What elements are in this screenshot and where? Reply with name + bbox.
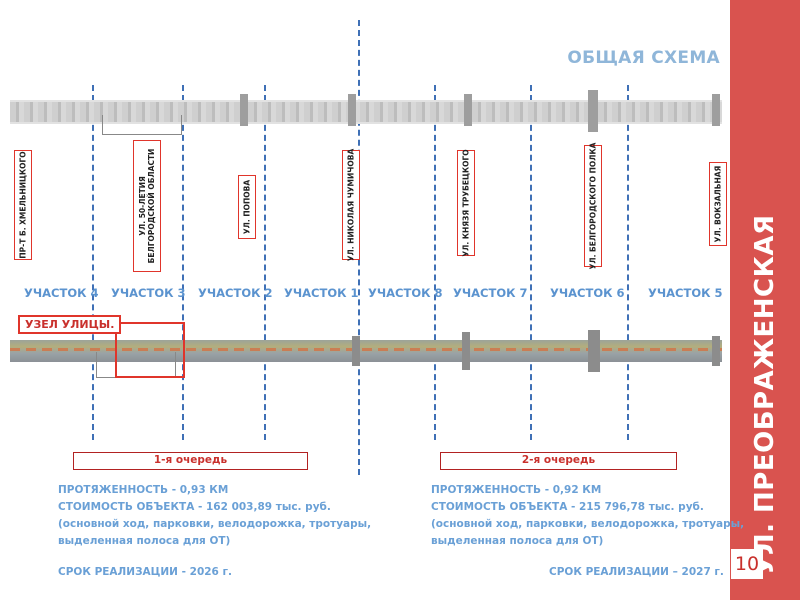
cross-street bbox=[588, 90, 598, 132]
section-divider bbox=[182, 85, 184, 440]
section-label: УЧАСТОК 5 bbox=[648, 286, 723, 300]
street-label-text: УЛ. КНЯЗЯ ТРУБЕЦКОГО bbox=[461, 149, 471, 257]
street-label: УЛ. ПОПОВА bbox=[238, 175, 256, 239]
cross-street bbox=[348, 94, 356, 126]
road-scheme-bottom bbox=[10, 340, 722, 362]
street-label-text: УЛ. ВОКЗАЛЬНАЯ bbox=[713, 165, 723, 243]
street-label: УЛ. БЕЛГОРОДСКОГО ПОЛКА bbox=[584, 142, 602, 270]
street-label: УЛ. НИКОЛАЯ ЧУМИЧОВА bbox=[342, 148, 360, 262]
phase-1-scope-line1: (основной ход, парковки, велодорожка, тр… bbox=[58, 518, 372, 530]
street-label: УЛ. ВОКЗАЛЬНАЯ bbox=[709, 162, 727, 246]
street-label-text: УЛ. БЕЛГОРОДСКОГО ПОЛКА bbox=[588, 142, 598, 270]
section-label: УЧАСТОК 7 bbox=[453, 286, 528, 300]
street-label-text: УЛ. 50-ЛЕТИЯ БЕЛГОРОДСКОЙ ОБЛАСТИ bbox=[138, 148, 156, 264]
cross-street bbox=[352, 336, 360, 366]
section-divider bbox=[264, 85, 266, 440]
road-scheme-top bbox=[10, 100, 722, 124]
node-outline-top bbox=[102, 115, 182, 135]
phase-2-scope-line1: (основной ход, парковки, велодорожка, тр… bbox=[431, 518, 745, 530]
street-label: УЛ. 50-ЛЕТИЯ БЕЛГОРОДСКОЙ ОБЛАСТИ bbox=[133, 140, 161, 272]
page-number: 10 bbox=[731, 549, 763, 579]
phase-2-info: ПРОТЯЖЕННОСТЬ - 0,92 КМ СТОИМОСТЬ ОБЪЕКТ… bbox=[431, 482, 744, 550]
phase-1-cost: СТОИМОСТЬ ОБЪЕКТА - 162 003,89 тыс. руб. bbox=[58, 501, 331, 513]
section-label: УЧАСТОК 4 bbox=[24, 286, 99, 300]
cross-street bbox=[240, 94, 248, 126]
street-label: УЛ. КНЯЗЯ ТРУБЕЦКОГО bbox=[457, 149, 475, 257]
phase-1-term: СРОК РЕАЛИЗАЦИИ - 2026 г. bbox=[58, 566, 232, 578]
street-node-highlight bbox=[115, 322, 185, 378]
section-label: УЧАСТОК 8 bbox=[368, 286, 443, 300]
phase-1-scope-line2: выделенная полоса для ОТ) bbox=[58, 535, 231, 547]
street-node-label: УЗЕЛ УЛИЦЫ. bbox=[18, 315, 122, 334]
cross-street bbox=[464, 94, 472, 126]
section-label: УЧАСТОК 6 bbox=[550, 286, 625, 300]
street-label: ПР-Т Б. ХМЕЛЬНИЦКОГО bbox=[14, 150, 32, 260]
phase-2-term: СРОК РЕАЛИЗАЦИИ – 2027 г. bbox=[549, 566, 724, 578]
section-divider bbox=[92, 85, 94, 440]
phase-2-cost: СТОИМОСТЬ ОБЪЕКТА - 215 796,78 тыс. руб. bbox=[431, 501, 704, 513]
street-label-text: УЛ. ПОПОВА bbox=[242, 179, 252, 235]
section-label: УЧАСТОК 3 bbox=[111, 286, 186, 300]
section-label: УЧАСТОК 1 bbox=[284, 286, 359, 300]
phase-2-length: ПРОТЯЖЕННОСТЬ - 0,92 КМ bbox=[431, 484, 602, 496]
scheme-title: ОБЩАЯ СХЕМА bbox=[567, 48, 720, 68]
cross-street bbox=[588, 330, 600, 372]
cross-street bbox=[462, 332, 470, 370]
cross-street bbox=[712, 94, 720, 126]
section-divider bbox=[434, 85, 436, 440]
street-title: УЛ. ПРЕОБРАЖЕНСКАЯ bbox=[750, 214, 780, 576]
cross-street bbox=[712, 336, 720, 366]
phase-1-bar: 1-я очередь bbox=[73, 452, 308, 470]
section-divider bbox=[627, 85, 629, 440]
phase-2-scope-line2: выделенная полоса для ОТ) bbox=[431, 535, 604, 547]
phase-2-bar: 2-я очередь bbox=[440, 452, 677, 470]
street-label-text: ПР-Т Б. ХМЕЛЬНИЦКОГО bbox=[18, 151, 28, 259]
phase-1-info: ПРОТЯЖЕННОСТЬ - 0,93 КМ СТОИМОСТЬ ОБЪЕКТ… bbox=[58, 482, 371, 550]
sidebar-band bbox=[730, 0, 800, 600]
phase-1-length: ПРОТЯЖЕННОСТЬ - 0,93 КМ bbox=[58, 484, 229, 496]
section-divider bbox=[530, 85, 532, 440]
street-label-text: УЛ. НИКОЛАЯ ЧУМИЧОВА bbox=[346, 148, 356, 262]
section-label: УЧАСТОК 2 bbox=[198, 286, 273, 300]
